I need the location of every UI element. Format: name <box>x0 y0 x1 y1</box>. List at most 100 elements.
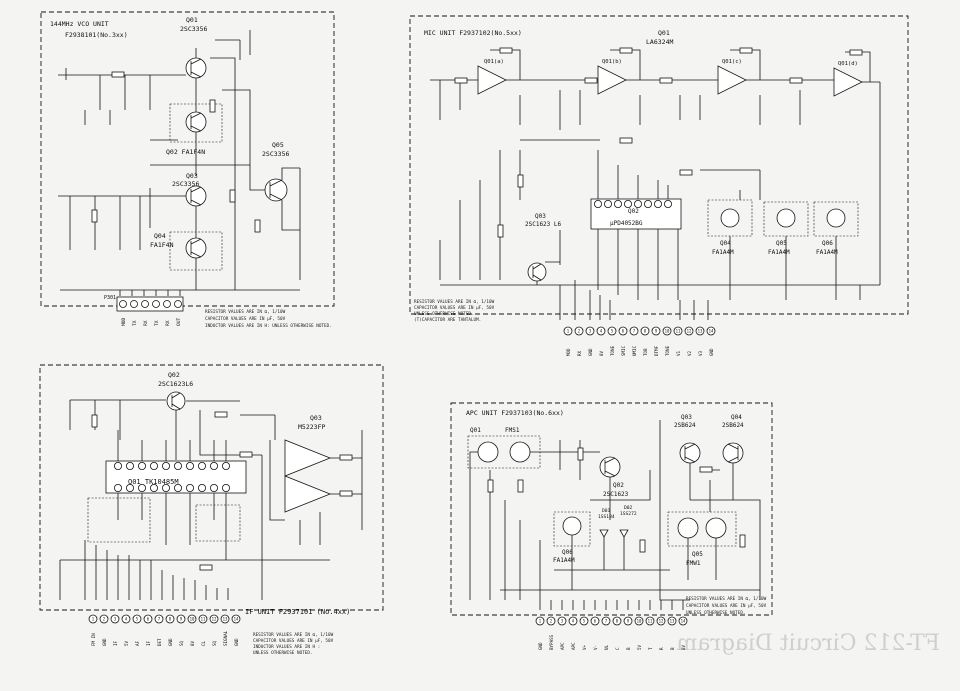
if-pin-name: 8V <box>190 640 195 646</box>
vco-unit-title: 144MHz VCO UNIT <box>50 20 109 28</box>
apc-connector: 1 2 3 4 5 6 7 8 9 10 11 12 13 14 GND BYP… <box>535 616 688 650</box>
if-pin-number: 1 <box>92 617 95 622</box>
vco-pin-name: RX <box>143 320 149 326</box>
apc-q05a-transistor <box>677 517 699 539</box>
mic-unit: MIC UNIT F2937102(No.5xx) Q01 LA6324M Q0… <box>409 15 909 356</box>
if-q01-ic: Q01 TK10485M <box>105 460 247 494</box>
mic-q06-switch: Q06 FA1A4M <box>813 201 859 256</box>
if-pin-name: GND <box>234 638 239 646</box>
mic-connector: 1 2 3 4 5 6 7 8 9 10 11 12 13 14 MOD RX … <box>563 326 716 356</box>
if-note-line: INDUCTOR VALUES ARE IN H : <box>253 644 320 650</box>
if-q02-part: 2SC1623L6 <box>158 380 193 388</box>
vco-q05-part: 2SC3356 <box>262 150 289 158</box>
vco-q05-transistor <box>264 178 288 202</box>
page-title: FT-212 Circuit Diagram <box>676 631 940 656</box>
apc-d01-label: D01 <box>602 508 611 514</box>
mic-pin-number: 6 <box>622 329 625 334</box>
vco-note-line: CAPACITOR VALUES ARE IN µF, 50V <box>205 316 286 322</box>
mic-pin-name: DTMF <box>654 345 659 356</box>
vco-q01-transistor <box>185 57 207 79</box>
if-pin-number: 13 <box>223 617 228 622</box>
apc-q02-label: Q02 <box>613 482 624 489</box>
mic-pin-name: GND <box>588 348 593 356</box>
if-pin-name: IF <box>146 640 151 646</box>
apc-pin-name: R <box>659 647 664 650</box>
if-q03-opamp-a <box>284 439 332 477</box>
if-pin-name: IF <box>113 640 118 646</box>
apc-pin-name: APC <box>571 642 576 650</box>
mic-pin-name: 8V <box>599 350 604 356</box>
mic-pin-name: V1 <box>676 350 681 356</box>
apc-q03-transistor <box>679 442 701 464</box>
mic-opamp-d: Q01(d) <box>833 61 863 97</box>
vco-q02-fet <box>185 111 207 133</box>
mic-q03-transistor <box>527 262 547 282</box>
apc-pin-name: 5V <box>637 644 642 650</box>
vco-unit-border <box>40 11 335 307</box>
mic-note-line: (T)CAPACITOR ARE TANTALUM. <box>414 317 481 323</box>
if-pin-name: 5V <box>124 640 129 646</box>
if-pin-number: 9 <box>180 617 183 622</box>
apc-q05-part: FMW1 <box>686 560 701 567</box>
if-q01-label: Q01 TK10485M <box>128 478 179 486</box>
apc-pin-number: 9 <box>627 619 630 624</box>
apc-q01-label: Q01 <box>470 427 481 434</box>
vco-connector-label: P301 <box>104 295 116 301</box>
mic-q06-label: Q06 <box>822 240 833 247</box>
mic-pin-name: V3 <box>698 350 703 356</box>
apc-q05b-transistor <box>705 517 727 539</box>
vco-pin-name: TX <box>132 320 138 326</box>
if-note-line: UNLESS OTHERWISE NOTED. <box>253 650 313 656</box>
apc-pin-name: V+ <box>582 644 587 650</box>
if-pin-number: 4 <box>125 617 128 622</box>
if-notes: RESISTOR VALUES ARE IN Ω, 1/10W CAPACITO… <box>253 632 334 656</box>
mic-note-line: UNLESS OTHERWISE NOTED. <box>414 311 474 317</box>
apc-pin-name: C <box>615 647 620 650</box>
if-filter-outline <box>87 497 151 543</box>
if-pin-name: AF <box>135 640 140 646</box>
apc-pin-number: 13 <box>670 619 675 624</box>
mic-opamp-a: Q01(a) <box>477 59 507 95</box>
apc-note-line: CAPACITOR VALUES ARE IN µF, 50V <box>686 603 767 609</box>
mic-q03-part: 2SC1623 L6 <box>525 221 562 228</box>
apc-pin-name: GND <box>538 642 543 650</box>
mic-pin-number: 2 <box>578 329 581 334</box>
apc-q06-part: FA1A4M <box>553 557 575 564</box>
if-pin-number: 14 <box>234 617 239 622</box>
apc-q02-transistor <box>599 456 621 478</box>
mic-opamp-a-label: Q01(a) <box>484 59 504 65</box>
vco-q04-part: FA1F4N <box>150 241 174 249</box>
apc-d02-diode <box>619 529 629 538</box>
vco-note-line: INDUCTOR VALUES ARE IN H: UNLESS OTHERWI… <box>205 323 332 329</box>
apc-q04-transistor <box>722 442 744 464</box>
apc-pin-name: UL <box>604 644 609 650</box>
mic-pin-number: 7 <box>633 329 636 334</box>
if-pin-name: FM IN <box>91 633 96 646</box>
mic-pin-name: TONE <box>665 345 670 356</box>
if-discriminator-outline <box>195 504 241 542</box>
vco-unit-code: F2938101(No.3xx) <box>65 31 128 39</box>
mic-q06-part: FA1A4M <box>816 249 838 256</box>
apc-pin-number: 2 <box>550 619 553 624</box>
vco-pin-name: MOD <box>121 317 127 326</box>
mic-pin-number: 12 <box>687 329 692 334</box>
mic-pin-number: 4 <box>600 329 603 334</box>
apc-q03-part: 2SB624 <box>674 422 696 429</box>
mic-q02-ic: Q02 µPD4052BG <box>590 198 682 230</box>
vco-pin-name: TX <box>154 320 160 326</box>
if-q03-opamp-b <box>284 475 332 513</box>
if-note-line: RESISTOR VALUES ARE IN Ω, 1/10W <box>253 632 334 638</box>
apc-pin-name: APC <box>560 642 565 650</box>
mic-q01-label: Q01 <box>658 29 670 37</box>
if-pin-number: 3 <box>114 617 117 622</box>
mic-unit-title: MIC UNIT F2937102(No.5xx) <box>424 29 522 37</box>
if-connector: 1 2 3 4 5 6 7 8 9 10 11 12 13 14 FM IN G… <box>88 614 241 646</box>
apc-pin-name: V- <box>593 645 598 650</box>
apc-pin-number: 3 <box>561 619 564 624</box>
vco-notes: RESISTOR VALUES ARE IN Ω, 1/10W CAPACITO… <box>205 309 332 329</box>
if-pin-name: SQ <box>179 640 184 646</box>
mic-q03-label: Q03 <box>535 213 546 220</box>
mic-pin-number: 10 <box>665 329 670 334</box>
apc-q02-part: 2SC1623 <box>603 491 629 498</box>
